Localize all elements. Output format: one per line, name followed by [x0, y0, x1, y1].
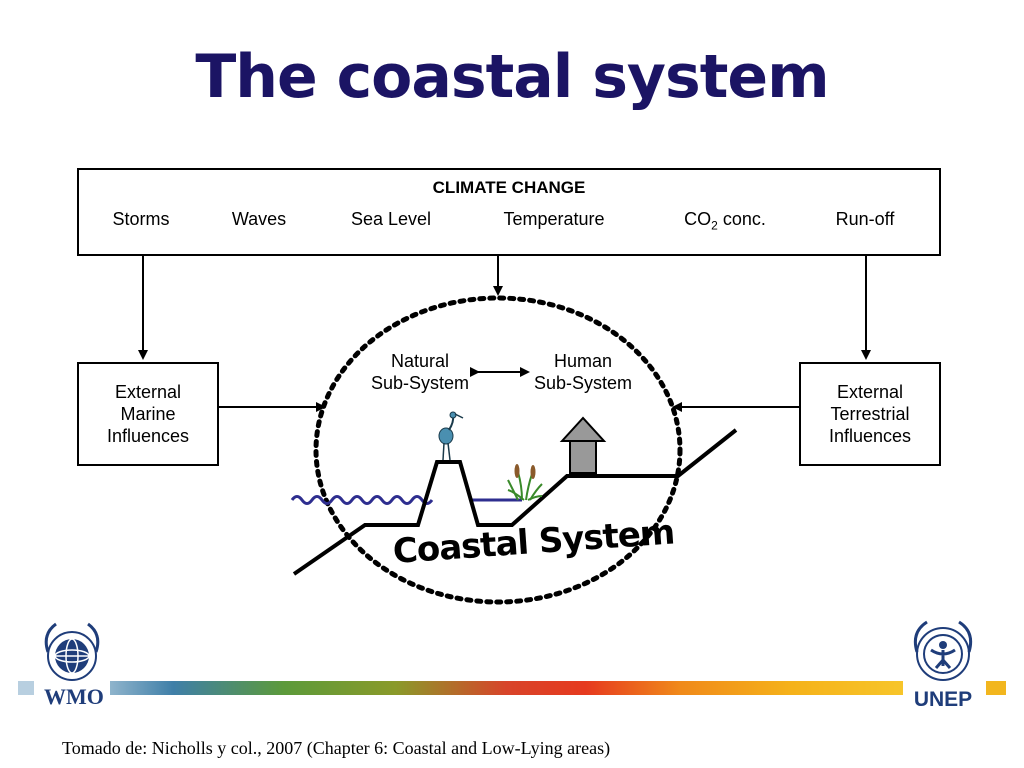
reeds-icon: [507, 464, 543, 501]
wmo-logo-icon: [44, 622, 100, 681]
house-icon: [559, 416, 607, 474]
climate-change-heading: CLIMATE CHANGE: [432, 178, 586, 197]
human-subsystem-label: Human Sub-System: [533, 351, 633, 393]
climate-item-storms: Storms: [112, 209, 170, 229]
climate-item-temperature: Temperature: [503, 209, 605, 229]
coastal-profile: [292, 428, 738, 576]
climate-item-run-off: Run-off: [835, 209, 895, 229]
wmo-logo-text: WMO: [44, 684, 104, 709]
natural-subsystem-label: Natural Sub-System: [370, 351, 470, 393]
heron-icon: [438, 411, 464, 461]
external-marine-label: External Marine Influences: [106, 382, 190, 446]
unep-logo-icon: [913, 620, 973, 681]
external-terrestrial-box: External Terrestrial Influences: [799, 362, 941, 466]
coastal-system-boundary: [313, 295, 683, 605]
page-title: The coastal system: [195, 42, 829, 112]
climate-item-waves: Waves: [231, 209, 287, 229]
climate-change-box: CLIMATE CHANGE Storms Waves Sea Level Te…: [77, 168, 941, 256]
color-band: [110, 681, 903, 695]
external-marine-box: External Marine Influences: [77, 362, 219, 466]
color-band-right: [986, 681, 1006, 695]
climate-item-co2: CO2 conc.: [684, 209, 766, 233]
sea-waves: [290, 495, 434, 505]
climate-item-sea-level: Sea Level: [350, 209, 432, 229]
unep-logo-text: UNEP: [913, 688, 973, 711]
source-citation: Tomado de: Nicholls y col., 2007 (Chapte…: [62, 738, 611, 758]
color-band-left: [18, 681, 34, 695]
external-terrestrial-label: External Terrestrial Influences: [828, 382, 912, 446]
